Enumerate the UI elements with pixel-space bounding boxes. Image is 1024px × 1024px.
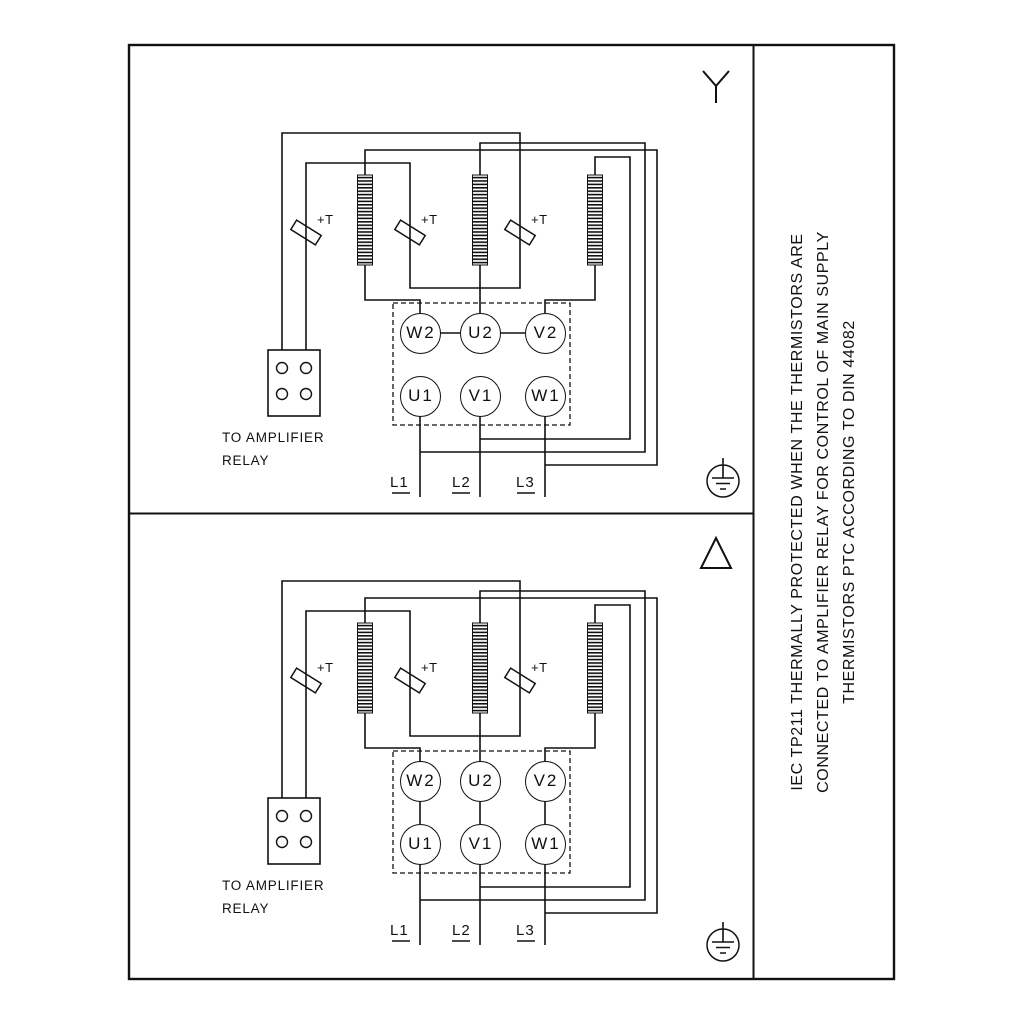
terminal-w2-delta: W2 [399,760,441,802]
thermistor-label: +T [317,212,334,227]
delta-column-links [419,801,546,824]
star-connection-icon [702,70,730,103]
sidebar-note-line3: THERMISTORS PTC ACCORDING TO DIN 44082 [841,320,858,704]
ground-icon [706,457,740,498]
thermistor-label: +T [317,660,334,675]
relay-caption-line2-delta: RELAY [222,901,270,916]
star-panel-wiring [267,132,658,498]
terminal-v1-delta: V1 [459,823,501,865]
relay-caption-line2-star: RELAY [222,453,270,468]
thermistor-label: +T [421,660,438,675]
mains-label-l2-delta: L2 [452,922,471,939]
terminal-w1-delta: W1 [524,823,566,865]
ground-icon [706,921,740,962]
terminal-v1-star: V1 [459,375,501,417]
delta-connection-icon [699,535,733,569]
thermistor-label: +T [421,212,438,227]
terminal-w1-star: W1 [524,375,566,417]
thermistor-label: +T [531,212,548,227]
relay-caption-line1-delta: TO AMPLIFIER [222,878,325,893]
terminal-u2-star: U2 [459,312,501,354]
terminal-w2-star: W2 [399,312,441,354]
mains-label-l3-star: L3 [516,474,535,491]
thermistor-label: +T [531,660,548,675]
terminal-u1-delta: U1 [399,823,441,865]
delta-panel-wiring [267,580,658,946]
mains-label-l1-star: L1 [390,474,409,491]
terminal-u1-star: U1 [399,375,441,417]
terminal-v2-delta: V2 [524,760,566,802]
drawing-frame [127,43,896,981]
terminal-v2-star: V2 [524,312,566,354]
sidebar-note: IEC TP211 THERMALLY PROTECTED WHEN THE T… [785,102,863,922]
relay-caption-line1-star: TO AMPLIFIER [222,430,325,445]
mains-label-l2-star: L2 [452,474,471,491]
sidebar-note-line1: IEC TP211 THERMALLY PROTECTED WHEN THE T… [789,233,806,791]
sidebar-note-line2: CONNECTED TO AMPLIFIER RELAY FOR CONTROL… [815,231,832,793]
terminal-u2-delta: U2 [459,760,501,802]
mains-label-l3-delta: L3 [516,922,535,939]
mains-label-l1-delta: L1 [390,922,409,939]
